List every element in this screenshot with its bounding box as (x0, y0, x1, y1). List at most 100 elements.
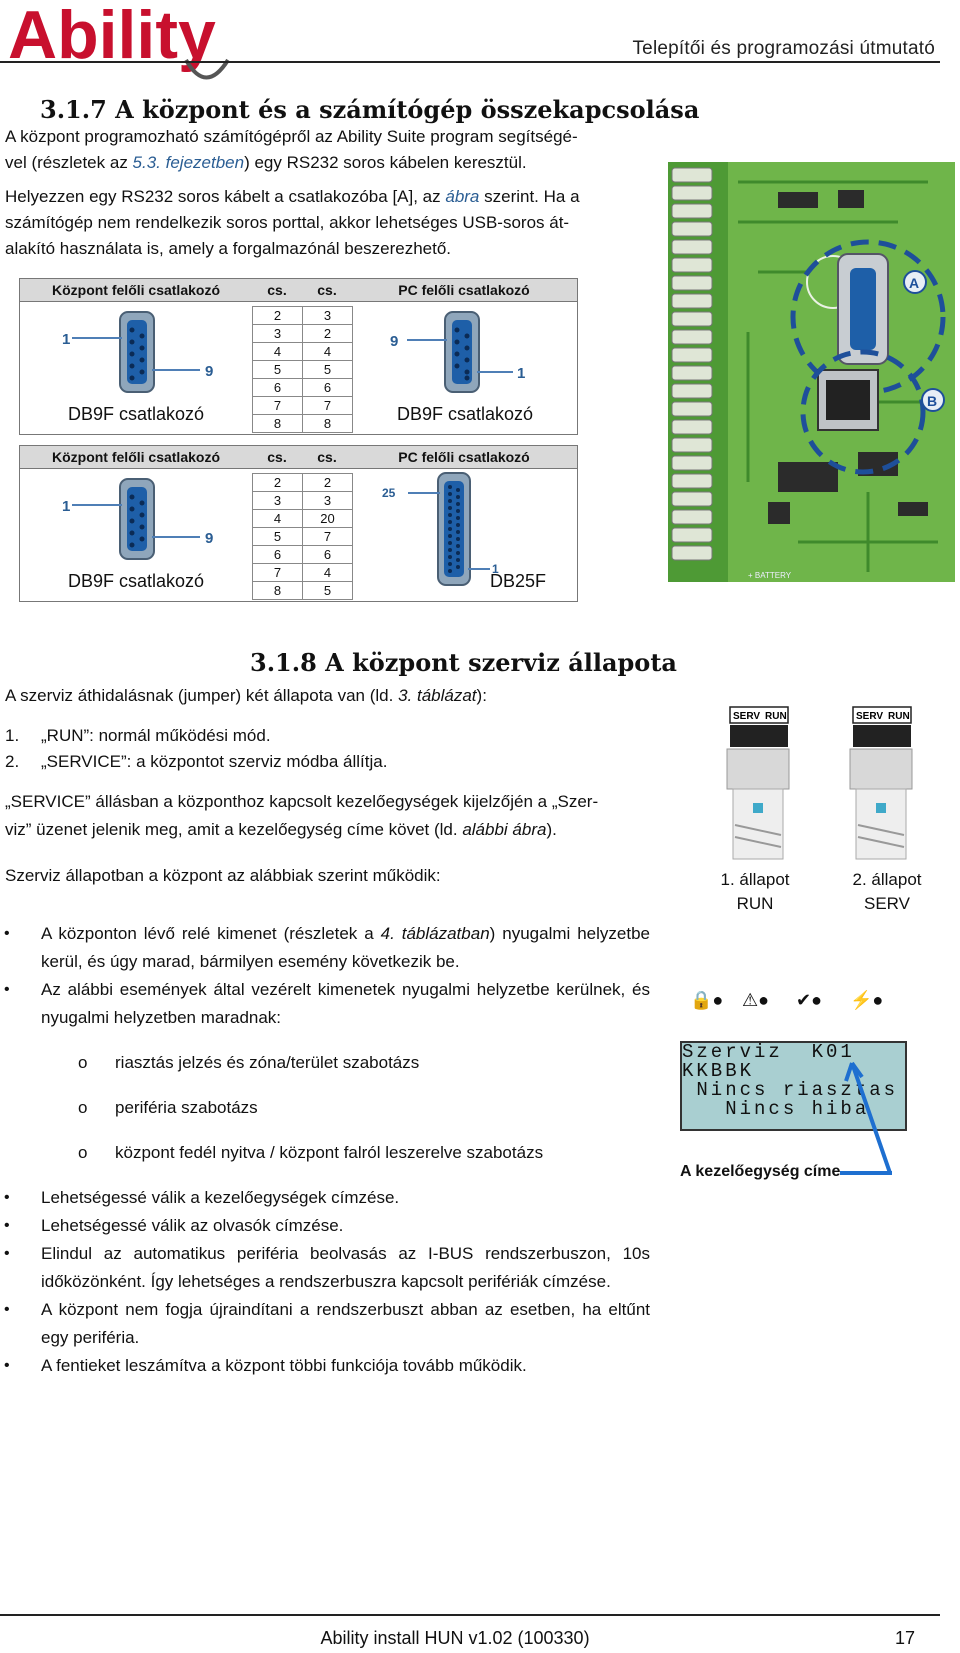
pin-pc: 7 (302, 396, 353, 415)
service-bullet-list: •A központon lévő relé kimenet (részlete… (0, 920, 650, 1380)
svg-text:RUN: RUN (888, 711, 910, 722)
lock-icon: 🔒● (690, 990, 724, 1010)
section-318-text: A szerviz áthidalásnak (jumper) két álla… (5, 683, 645, 889)
pin-pc: 7 (302, 527, 353, 546)
db9-connector-pc-icon: 9 1 (390, 311, 525, 393)
pin-pc: 8 (302, 414, 353, 433)
header-pc-side: PC felőli csatlakozó (398, 449, 530, 465)
svg-text:SERV: SERV (733, 711, 760, 722)
pin-center: 4 (252, 509, 303, 528)
document-title: Telepítői és programozási útmutató (632, 38, 935, 59)
table-header: Központ felőli csatlakozó cs. cs. PC fel… (20, 446, 577, 469)
figure-ref-link[interactable]: ábra (445, 187, 480, 206)
pin-center: 4 (252, 342, 303, 361)
p2-line-c: alakító használata is, amely a forgalmaz… (5, 239, 452, 258)
section-317-heading: 3.1.7 A központ és a számítógép összekap… (40, 95, 700, 124)
right-connector-label: DB9F csatlakozó (397, 404, 534, 424)
logo-text: Ability (8, 0, 216, 73)
service-para-a: „SERVICE” állásban a központhoz kapcsolt… (5, 792, 599, 811)
svg-text:9: 9 (205, 530, 213, 547)
svg-text:1: 1 (492, 562, 499, 576)
list-item: •Az alábbi események által vezérelt kime… (4, 980, 650, 1027)
pin-center: 7 (252, 396, 303, 415)
pin-center: 2 (252, 306, 303, 325)
pin-center: 5 (252, 360, 303, 379)
ability-logo: Ability (8, 0, 230, 80)
svg-text:1: 1 (62, 331, 70, 348)
keypad-lcd-display: Szerviz K01 KKBBK Nincs riasztas Nincs h… (680, 1041, 907, 1131)
connector-a-label: A (909, 275, 919, 291)
header-pin-2: cs. (317, 449, 337, 465)
list-item: •Lehetségessé válik a kezelőegységek cím… (4, 1188, 400, 1207)
db9-connector-icon: 1 9 (62, 311, 213, 393)
intro-line: A szerviz áthidalásnak (jumper) két álla… (5, 686, 487, 705)
pin-pc: 4 (302, 342, 353, 361)
svg-text:9: 9 (390, 333, 398, 350)
jumper-run-image: SERV RUN (726, 706, 790, 860)
table-4-ref-link[interactable]: 4. táblázatban (380, 924, 490, 943)
table-3-ref-link[interactable]: 3. táblázat (398, 686, 477, 705)
lcd-line-2: KKBBK (682, 1060, 755, 1082)
lcd-caption: A kezelőegység címe (680, 1163, 841, 1180)
left-connector-label: DB9F csatlakozó (68, 571, 205, 591)
pin-pc: 4 (302, 563, 353, 582)
figure-ref-link[interactable]: alábbi ábra (462, 820, 547, 839)
svg-text:25: 25 (382, 486, 396, 500)
pin-pc: 5 (302, 360, 353, 379)
connector-b-label: B (927, 393, 937, 409)
power-icon: ⚡● (850, 990, 884, 1010)
list-item-run: 1.„RUN”: normál működési mód. (5, 726, 271, 745)
page-number: 17 (895, 1628, 916, 1648)
keypad-status-icons: 🔒● ⚠● ✔● ⚡● (690, 990, 890, 1014)
pin-pc: 2 (302, 473, 353, 492)
header-center-side: Központ felőli csatlakozó (51, 282, 220, 298)
header-rule (0, 61, 940, 63)
list-item: •A fentieket leszámítva a központ többi … (4, 1356, 527, 1375)
pin-center: 7 (252, 563, 303, 582)
connector-table-db9-db9: Központ felőli csatlakozó cs. cs. PC fel… (19, 278, 578, 435)
pin-pc: 6 (302, 545, 353, 564)
p1-line-a: A központ programozható számítógépről az… (5, 127, 578, 146)
chapter-ref-link[interactable]: 5.3. fejezetben (132, 153, 245, 172)
header-pc-side: PC felőli csatlakozó (398, 282, 530, 298)
svg-text:RUN: RUN (765, 711, 787, 722)
svg-text:SERV: SERV (856, 711, 883, 722)
check-icon: ✔● (796, 990, 822, 1010)
svg-text:1: 1 (517, 365, 525, 382)
pin-pc: 2 (302, 324, 353, 343)
footer-rule (0, 1614, 940, 1616)
header-center-side: Központ felőli csatlakozó (51, 449, 220, 465)
header-pin-1: cs. (267, 449, 287, 465)
table-header: Központ felőli csatlakozó cs. cs. PC fel… (20, 279, 577, 302)
p2-line-a: Helyezzen egy RS232 soros kábelt a csatl… (5, 187, 580, 206)
db25-connector-icon: 25 1 (382, 472, 499, 586)
control-board-image: A B + BATTERY (668, 162, 955, 582)
left-connector-label: DB9F csatlakozó (68, 404, 205, 424)
battery-silkscreen: + BATTERY (748, 571, 792, 580)
header-pin-2: cs. (317, 282, 337, 298)
pin-center: 8 (252, 414, 303, 433)
connector-table-db9-db25: Központ felőli csatlakozó cs. cs. PC fel… (19, 445, 578, 602)
list-item: •Lehetségessé válik az olvasók címzése. (4, 1216, 344, 1235)
pin-pc: 3 (302, 306, 353, 325)
pin-center: 3 (252, 491, 303, 510)
svg-text:1: 1 (62, 498, 70, 515)
pin-pc: 20 (302, 509, 353, 528)
pin-center: 6 (252, 545, 303, 564)
pin-pc: 3 (302, 491, 353, 510)
svg-text:9: 9 (205, 363, 213, 380)
